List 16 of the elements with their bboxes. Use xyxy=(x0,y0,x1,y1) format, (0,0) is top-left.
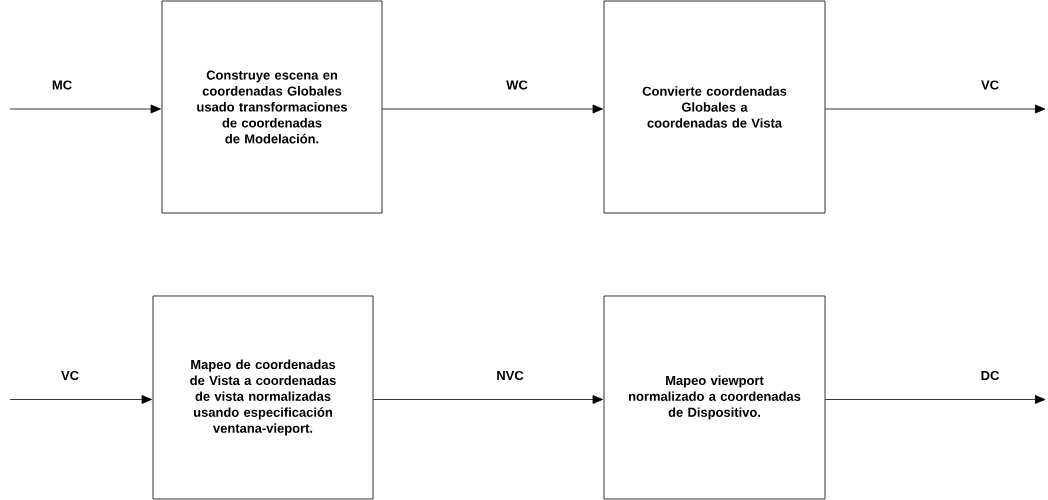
process-box: Convierte coordenadas Globales a coordenadas de Vista xyxy=(603,0,826,214)
arrow xyxy=(382,104,603,114)
arrow xyxy=(825,395,1046,404)
process-box: Construye escena en coordenadas Globales usado transformaciones de coordenadas de Modelación. xyxy=(161,0,383,214)
process-box: Mapeo viewport normalizado a coordenadas de Dispositivo. xyxy=(603,295,826,500)
edge-label: DC xyxy=(981,370,999,381)
arrow xyxy=(825,104,1046,114)
edge-label: VC xyxy=(981,80,999,90)
edge-label: NVC xyxy=(497,370,524,381)
edge-label: WC xyxy=(506,80,528,90)
process-box: Mapeo de coordenadas de Vista a coordenadas de vista normalizadas usando especificación ventana-vieport. xyxy=(152,295,374,500)
edge-label: MC xyxy=(52,80,72,90)
edge-label: VC xyxy=(61,370,79,381)
arrow xyxy=(373,395,603,404)
arrow xyxy=(9,395,152,404)
arrow xyxy=(9,104,161,114)
